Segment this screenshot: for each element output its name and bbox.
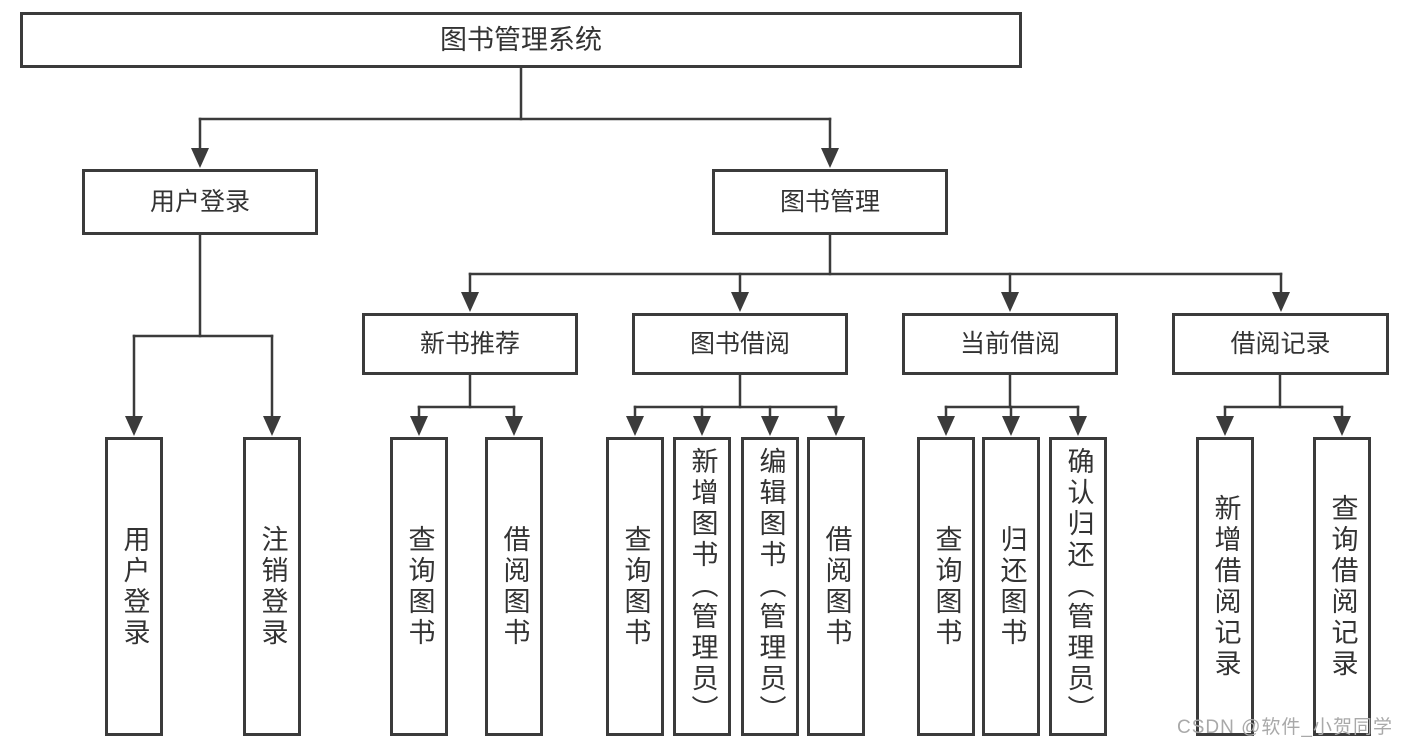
node-root-system: 图书管理系统 [20, 12, 1022, 68]
node-book-borrowing: 图书借阅 [632, 313, 848, 375]
node-user-login: 用户登录 [82, 169, 318, 235]
leaf-query-borrow-record: 查询借阅记录 [1313, 437, 1371, 736]
leaf-edit-book-admin: 编辑图书（管理员） [741, 437, 799, 736]
node-book-management: 图书管理 [712, 169, 948, 235]
leaf-user-login: 用户登录 [105, 437, 163, 736]
leaf-return-book: 归还图书 [982, 437, 1040, 736]
node-current-borrowing: 当前借阅 [902, 313, 1118, 375]
leaf-query-book-recommend: 查询图书 [390, 437, 448, 736]
node-new-book-recommend: 新书推荐 [362, 313, 578, 375]
leaf-query-book-current: 查询图书 [917, 437, 975, 736]
leaf-borrow-book-recommend: 借阅图书 [485, 437, 543, 736]
arrowheads [125, 148, 1351, 436]
leaf-borrow-book: 借阅图书 [807, 437, 865, 736]
leaf-query-book-borrowing: 查询图书 [606, 437, 664, 736]
leaf-confirm-return-admin: 确认归还（管理员） [1049, 437, 1107, 736]
leaf-add-borrow-record: 新增借阅记录 [1196, 437, 1254, 736]
leaf-add-book-admin: 新增图书（管理员） [673, 437, 731, 736]
node-borrow-records: 借阅记录 [1172, 313, 1389, 375]
leaf-logout: 注销登录 [243, 437, 301, 736]
